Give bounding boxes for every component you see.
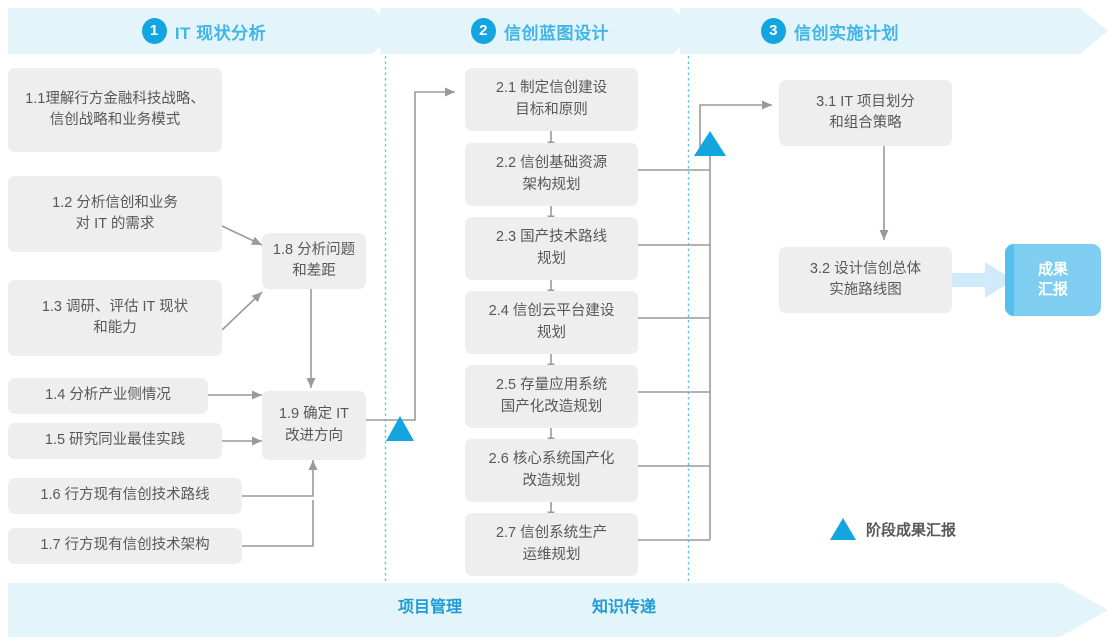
- process-box-1-2[interactable]: 1.2 分析信创和业务 对 IT 的需求: [8, 176, 222, 252]
- process-box-2-7[interactable]: 2.7 信创系统生产 运维规划: [465, 513, 638, 576]
- phase-title-label-1: IT 现状分析: [174, 23, 267, 43]
- bottom-label-knowledge-transfer: 知识传递: [592, 599, 657, 616]
- legend-milestone: 阶段成果汇报: [830, 518, 956, 540]
- process-box-2-1[interactable]: 2.1 制定信创建设 目标和原则: [465, 68, 638, 131]
- bottom-label-project-management: 项目管理: [398, 599, 463, 616]
- phase-title-label-2: 信创蓝图设计: [504, 23, 609, 43]
- process-box-2-6[interactable]: 2.6 核心系统国产化 改造规划: [465, 439, 638, 502]
- process-box-2-3[interactable]: 2.3 国产技术路线 规划: [465, 217, 638, 280]
- process-box-3-2[interactable]: 3.2 设计信创总体 实施路线图: [779, 247, 952, 313]
- process-box-1-3[interactable]: 1.3 调研、评估 IT 现状 和能力: [8, 280, 222, 356]
- result-report-box[interactable]: 成果 汇报: [1005, 244, 1101, 316]
- process-box-2-5[interactable]: 2.5 存量应用系统 国产化改造规划: [465, 365, 638, 428]
- result-report-label: 成果 汇报: [1037, 260, 1068, 298]
- process-box-1-9[interactable]: 1.9 确定 IT 改进方向: [262, 391, 366, 460]
- process-box-1-5[interactable]: 1.5 研究同业最佳实践: [8, 423, 222, 459]
- legend-label: 阶段成果汇报: [866, 521, 957, 539]
- process-box-2-4[interactable]: 2.4 信创云平台建设 规划: [465, 291, 638, 354]
- result-accent-bar: [1005, 244, 1014, 316]
- process-box-1-6[interactable]: 1.6 行方现有信创技术路线: [8, 478, 242, 514]
- process-box-1-1[interactable]: 1.1理解行方金融科技战略、 信创战略和业务模式: [8, 68, 222, 152]
- process-box-3-1[interactable]: 3.1 IT 项目划分 和组合策略: [779, 80, 952, 146]
- phase-number-1: 1: [141, 18, 167, 44]
- phase-header-3: 3 信创实施计划: [680, 8, 980, 54]
- phase-number-2: 2: [471, 18, 496, 44]
- phase-title-label-3: 信创实施计划: [794, 23, 899, 43]
- process-box-1-4[interactable]: 1.4 分析产业侧情况: [8, 378, 208, 414]
- process-box-1-7[interactable]: 1.7 行方现有信创技术架构: [8, 528, 242, 564]
- process-box-2-2[interactable]: 2.2 信创基础资源 架构规划: [465, 143, 638, 206]
- process-box-1-8[interactable]: 1.8 分析问题 和差距: [262, 233, 366, 289]
- phase-header-1: 1 IT 现状分析: [8, 8, 400, 54]
- triangle-icon: [830, 518, 856, 540]
- phase-number-3: 3: [761, 18, 786, 44]
- phase-header-2: 2 信创蓝图设计: [380, 8, 700, 54]
